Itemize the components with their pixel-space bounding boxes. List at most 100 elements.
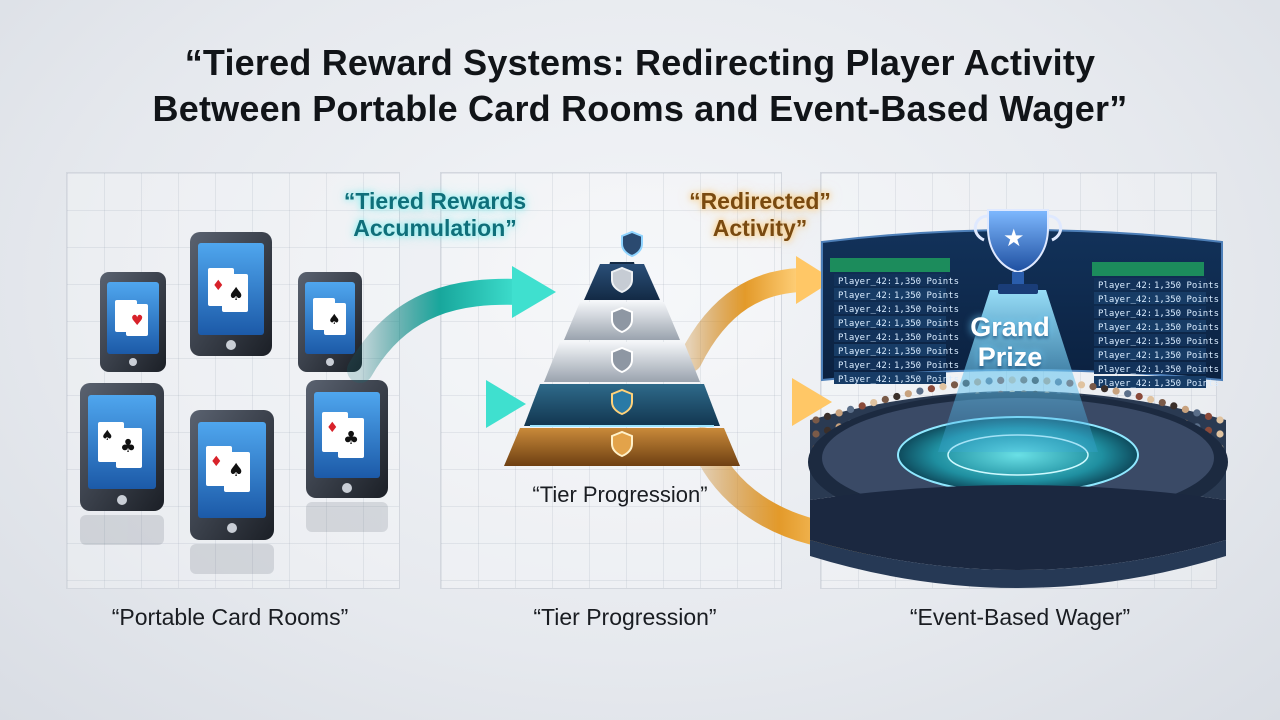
- leaderboard-row: [834, 302, 946, 314]
- spectator: [1216, 416, 1224, 424]
- spectator: [1158, 399, 1166, 407]
- leaderboard-row: [1094, 348, 1206, 360]
- spectator: [950, 381, 959, 389]
- spectator: [1216, 430, 1224, 438]
- tier-progression-label: “Tier Progression”: [533, 604, 717, 630]
- leaderboard-player: Player_42:: [838, 277, 892, 287]
- leaderboard-row: [834, 344, 946, 356]
- phone-icon: ♦ ♣: [306, 380, 388, 498]
- grand-prize-label: Grand Prize: [970, 312, 1050, 372]
- leaderboard-points: 1,350 Points: [1154, 281, 1219, 291]
- leaderboard-row: [1094, 306, 1206, 318]
- spectator: [1204, 412, 1213, 420]
- shield-icon: [611, 306, 633, 334]
- phone-icon: ♥: [100, 272, 166, 372]
- leaderboard-player: Player_42:: [838, 375, 892, 385]
- leaderboard-row: [834, 288, 946, 300]
- spectator: [1170, 402, 1178, 410]
- leaderboard-row: [834, 274, 946, 286]
- leaderboard-points: 1,350 Points: [894, 291, 959, 301]
- spectator: [1181, 405, 1189, 413]
- tier-progression-mid-label: “Tier Progression”: [532, 482, 708, 507]
- leaderboard-row: [834, 330, 946, 342]
- leaderboard-player: Player_42:: [838, 291, 892, 301]
- redirected-activity-label: “Redirected” Activity”: [689, 188, 831, 241]
- phone-icon: ♠: [298, 272, 362, 372]
- svg-text:♦: ♦: [326, 420, 339, 436]
- spectator: [1112, 387, 1120, 395]
- leaderboard-player: Player_42:: [1098, 365, 1152, 375]
- leaderboard-row: [834, 358, 946, 370]
- leaderboard-points: 1,350 Points: [1154, 337, 1219, 347]
- svg-text:♣: ♣: [343, 428, 359, 449]
- leaderboard-player: Player_42:: [838, 319, 892, 329]
- shield-icon: [611, 266, 633, 294]
- leaderboard-player: Player_42:: [1098, 351, 1152, 361]
- spectator: [847, 405, 855, 413]
- spectator: [823, 412, 832, 420]
- svg-text:♠: ♠: [328, 312, 341, 328]
- leaderboard-points: 1,350 Points: [894, 305, 959, 315]
- leaderboard-points: 1,350 Points: [1154, 351, 1219, 361]
- tiered-rewards-label: “Tiered Rewards Accumulation”: [343, 188, 527, 241]
- svg-text:♠: ♠: [228, 460, 244, 481]
- spectator: [1101, 385, 1109, 393]
- leaderboard-row: [834, 372, 946, 384]
- leaderboard-points: 1,350 Points: [894, 375, 959, 385]
- title-line-2: Between Portable Card Rooms and Event-Ba…: [152, 88, 1128, 129]
- leaderboard-row: [834, 316, 946, 328]
- phone-icon: ♦ ♠: [190, 410, 274, 540]
- shield-icon: [611, 430, 633, 458]
- spectator: [1147, 395, 1155, 404]
- svg-text:♠: ♠: [101, 428, 114, 444]
- svg-text:♦: ♦: [210, 454, 223, 470]
- leaderboard-row: [1094, 292, 1206, 304]
- phone-icon: ♠ ♣: [80, 383, 164, 511]
- leaderboard-points: 1,350 Points: [894, 361, 959, 371]
- trophy-icon: ★: [973, 209, 1063, 294]
- tier-pyramid: [504, 262, 740, 466]
- leaderboard-points: 1,350 Points: [1154, 379, 1219, 389]
- leaderboard-player: Player_42:: [838, 333, 892, 343]
- spectator: [812, 430, 820, 438]
- spectator: [939, 383, 947, 391]
- leaderboard-row: [1094, 362, 1206, 374]
- leaderboard-points: 1,350 Points: [894, 333, 959, 343]
- portable-card-rooms-label: “Portable Card Rooms”: [111, 604, 349, 630]
- leaderboard-points: 1,350 Points: [1154, 309, 1219, 319]
- spectator: [835, 409, 843, 417]
- shield-icon: [621, 230, 643, 258]
- leaderboard-row: [1094, 334, 1206, 346]
- spectator: [858, 402, 866, 410]
- arrow-icon: [347, 266, 556, 383]
- spectator: [1089, 383, 1097, 391]
- spectator: [1193, 409, 1201, 417]
- light-beam: [938, 290, 1098, 452]
- spectator: [881, 395, 889, 404]
- svg-text:♥: ♥: [131, 313, 144, 329]
- arrow-icon: [388, 380, 526, 428]
- spectator: [1124, 390, 1132, 398]
- arrow-icon: [700, 378, 832, 426]
- leaderboard-player: Player_42:: [1098, 337, 1152, 347]
- leaderboard-player: Player_42:: [1098, 309, 1152, 319]
- leaderboard-player: Player_42:: [1098, 295, 1152, 305]
- event-based-wager-label: “Event-Based Wager”: [909, 604, 1131, 630]
- star-icon: ★: [1003, 224, 1025, 252]
- leaderboard-player: Player_42:: [1098, 379, 1152, 389]
- svg-text:♠: ♠: [228, 284, 244, 305]
- leaderboard-player: Player_42:: [838, 305, 892, 315]
- leaderboard-row: [1094, 320, 1206, 332]
- phone-icon: ♦ ♠: [190, 232, 272, 356]
- spectator: [870, 399, 878, 407]
- leaderboard-points: 1,350 Points: [894, 347, 959, 357]
- phone-reflection: [80, 502, 388, 574]
- leaderboard-points: 1,350 Points: [1154, 323, 1219, 333]
- leaderboard-points: 1,350 Points: [1154, 365, 1219, 375]
- leaderboard-points: 1,350 Points: [1154, 295, 1219, 305]
- spectator: [893, 392, 901, 401]
- title-line-1: “Tiered Reward Systems: Redirecting Play…: [184, 42, 1096, 83]
